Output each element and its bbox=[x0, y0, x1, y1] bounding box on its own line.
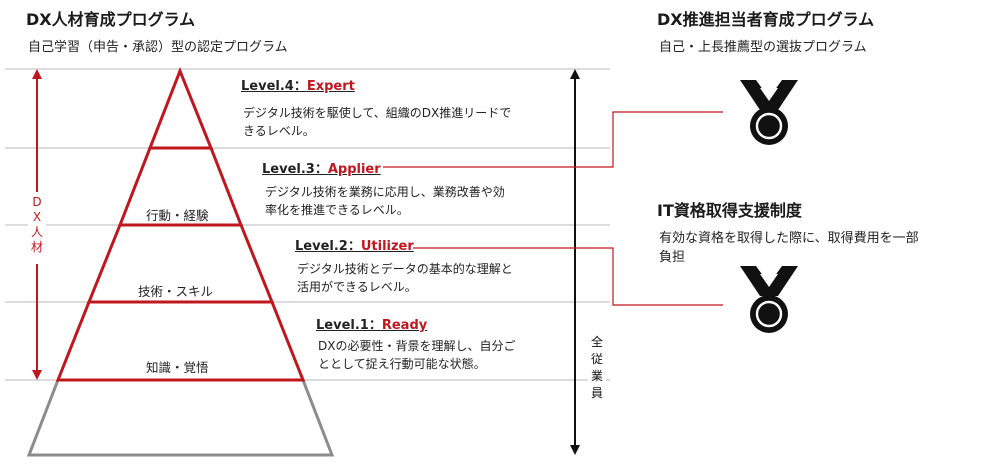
level1-title: Level.1：Ready bbox=[316, 314, 427, 333]
level4-desc-line1: デジタル技術を駆使して、組織のDX推進リードで bbox=[243, 106, 512, 120]
dx-arrow-label-bg bbox=[28, 192, 46, 264]
all-staff-arrow bbox=[570, 69, 580, 455]
level3-name: Applier bbox=[327, 162, 381, 177]
level2-desc-line2: 活用ができるレベル。 bbox=[297, 280, 417, 294]
pyramid-level1 bbox=[55, 300, 306, 382]
promo-program-title: DX推進担当者育成プログラム bbox=[657, 10, 875, 29]
level4-name: Expert bbox=[306, 79, 355, 94]
level3-prefix: Level.3： bbox=[262, 162, 328, 177]
page-title: DX人材育成プログラム bbox=[26, 10, 196, 29]
dx-label-char: D bbox=[32, 195, 42, 209]
level1-name: Ready bbox=[381, 318, 428, 333]
level4-prefix: Level.4： bbox=[241, 79, 307, 94]
pyramid-level4 bbox=[147, 66, 214, 150]
level1-desc-line2: ととして捉え行動可能な状態。 bbox=[318, 357, 486, 371]
level2-desc-line1: デジタル技術とデータの基本的な理解と bbox=[297, 262, 513, 276]
medal-icon bbox=[740, 80, 798, 145]
level3-title: Level.3：Applier bbox=[262, 158, 381, 177]
pyramid-base bbox=[26, 378, 335, 457]
dx-label-char: 材 bbox=[30, 240, 43, 254]
pyramid bbox=[55, 66, 306, 382]
level4-desc-line2: きるレベル。 bbox=[243, 124, 315, 138]
all-arrow-label-bg bbox=[588, 330, 606, 410]
level3-desc-line2: 率化を推進できるレベル。 bbox=[265, 203, 409, 217]
level1-desc-line1: DXの必要性・背景を理解し、自分ご bbox=[318, 339, 516, 353]
all-label-char: 全 bbox=[590, 335, 603, 349]
dx-talent-label: D X 人 材 bbox=[30, 195, 44, 255]
band-label-action: 行動・経験 bbox=[146, 208, 209, 223]
dx-label-char: X bbox=[32, 210, 42, 224]
dx-label-char: 人 bbox=[30, 225, 43, 239]
it-support-desc-line1: 有効な資格を取得した際に、取得費用を一部 bbox=[659, 231, 919, 246]
page-subtitle: 自己学習（申告・承認）型の認定プログラム bbox=[28, 40, 288, 55]
level1-prefix: Level.1： bbox=[316, 318, 382, 333]
all-label-char: 従 bbox=[590, 352, 603, 366]
all-staff-label: 全 従 業 員 bbox=[590, 335, 604, 401]
band-label-knowledge: 知識・覚悟 bbox=[146, 360, 209, 375]
level4-title: Level.4：Expert bbox=[241, 75, 355, 94]
level3-desc-line1: デジタル技術を業務に応用し、業務改善や効 bbox=[265, 185, 505, 199]
level2-prefix: Level.2： bbox=[295, 239, 361, 254]
level2-title: Level.2：Utilizer bbox=[295, 235, 414, 254]
it-support-title: IT資格取得支援制度 bbox=[657, 201, 802, 220]
connector-level2-it bbox=[413, 247, 723, 306]
medal-icon bbox=[740, 266, 798, 333]
connector-level3-promo bbox=[383, 111, 723, 168]
promo-program-subtitle: 自己・上長推薦型の選抜プログラム bbox=[659, 40, 867, 55]
it-support-desc-line2: 負担 bbox=[659, 250, 686, 265]
band-label-skill: 技術・スキル bbox=[138, 284, 214, 299]
level2-name: Utilizer bbox=[360, 239, 414, 254]
all-label-char: 員 bbox=[590, 386, 603, 400]
all-label-char: 業 bbox=[590, 369, 603, 383]
